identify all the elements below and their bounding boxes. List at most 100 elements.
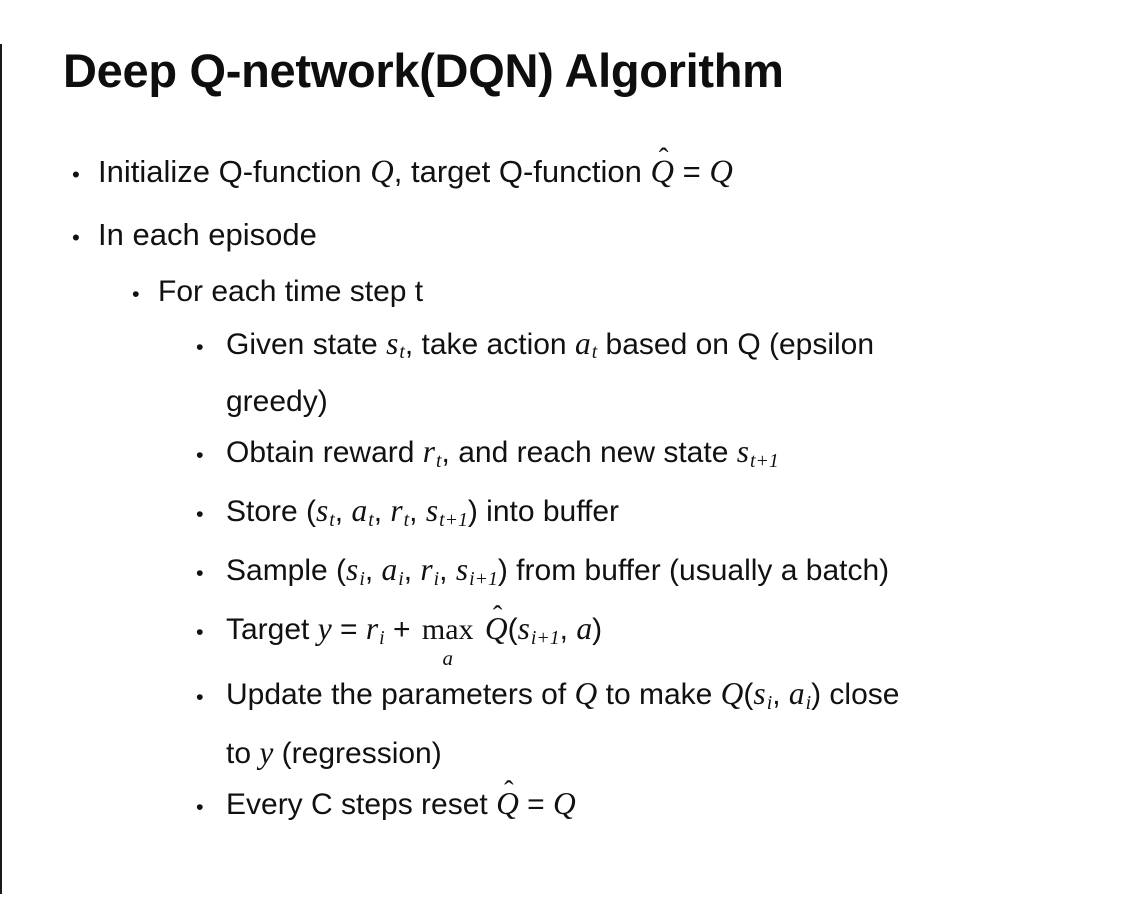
bullet-glyph: • [72,161,80,187]
text-run: Given state [226,327,387,361]
math-subscript: i [766,692,773,715]
text-run: + [384,613,419,647]
math-var: s [386,325,399,361]
math-var: a [576,611,593,647]
text-run: = [674,153,710,189]
math-subscript: i [379,627,385,650]
math-subscript: t [591,341,598,364]
math-var: r [422,434,436,470]
math-subscript: i [398,568,404,591]
text-run: , [409,495,426,529]
math-var: s [316,493,329,529]
math-var: a [381,552,398,588]
bullet-glyph: • [196,501,204,527]
text-run: ) close [811,678,900,712]
math-var: s [425,493,439,529]
math-var: r [390,493,403,529]
text-run: = [331,613,366,647]
math-subscript: t+1 [439,509,468,532]
text-run: , [439,554,456,588]
math-var: Q [709,153,733,190]
text-run: , [772,678,789,712]
bullet-glyph: • [196,333,204,359]
text-run [477,613,485,646]
math-subscript: t [329,509,335,532]
text-run: ( [743,678,754,712]
bullet-glyph: • [196,560,204,586]
text-run: greedy) [226,385,328,419]
math-subscript: i [433,568,440,591]
text-run: ( [507,613,518,647]
text-run: , [334,495,352,529]
text-run: Target [226,613,318,647]
math-var: s [517,611,530,647]
math-subscript: i+1 [530,627,560,650]
bullet-text: Initialize Q-function Q, target Q-functi… [98,142,1124,197]
bullet-text: Sample (si, ai, ri, si+1) from buffer (u… [226,545,1124,604]
math-subscript: i [805,692,812,715]
bullet-item: •Update the parameters of Q to make Q(si… [0,669,1124,779]
slide: Deep Q-network(DQN) Algorithm • Initializ… [0,44,1124,916]
text-run: , take action [404,327,575,361]
bullet-item: •In each episode [0,210,1124,263]
math-subscript: t [403,509,410,532]
bullet-item: • Sample (si, ai, ri, si+1) from buffer (… [0,545,1124,604]
math-subscript: t [368,509,374,532]
bullet-list: •Initialize Q-function Q, target Q-funct… [0,142,1124,833]
bullet-text: Store (st, at, rt, st+1) into buffer [226,486,1124,545]
text-run: (regression) [273,737,442,771]
text-run: , target Q-function [393,153,651,189]
hat-accent: ˆ [658,142,669,175]
math-var: r [365,611,379,647]
text-run: ) from buffer (usually a batch) [497,554,890,588]
bullet-text: Given state st, take action at based on … [226,319,1124,428]
math-var: s [753,676,766,712]
text-run: Sample ( [226,554,347,588]
math-var: Q [370,153,394,190]
math-var: a [351,493,368,529]
bullet-item: • Store (st, at, rt, st+1) into buffer [0,486,1124,545]
text-run: , [373,495,391,529]
text-run: For each time step t [158,274,424,308]
bullet-item: •Obtain reward rt, and reach new state s… [0,427,1124,486]
text-run: Initialize Q-function [98,153,371,189]
hat-accent: ˆ [504,775,514,807]
bullet-glyph: • [132,280,140,306]
math-var: r [420,552,433,588]
bullet-glyph: • [196,619,204,645]
bullet-text: In each episode [98,210,1124,260]
text-run: to [226,737,260,771]
text-run: to make [597,678,721,712]
text-run: ) [592,613,603,647]
math-var: a [788,676,805,712]
text-run: , [364,554,382,588]
math-var: s [346,552,359,588]
math-var: Q [720,676,744,712]
text-run: Update the parameters of [226,678,575,712]
text-run: Every C steps reset [226,788,497,822]
math-subscript: i+1 [469,568,498,591]
slide-left-edge-line [0,44,2,894]
math-subscript: t [436,450,442,473]
text-run: Obtain reward [226,436,423,470]
text-run: , [559,613,577,647]
math-subscript: t [399,341,405,364]
math-var: s [455,552,469,588]
bullet-item: • Given state st, take action at based on… [0,319,1124,428]
text-run: based on Q (epsilon [597,327,875,361]
text-run: , [403,554,421,588]
slide-title: Deep Q-network(DQN) Algorithm [63,44,784,97]
bullet-item: •Initialize Q-function Q, target Q-funct… [0,142,1124,200]
math-var: Q [574,676,598,712]
bullet-glyph: • [196,794,204,820]
text-run: Store ( [226,495,317,529]
math-subscript: t+1 [749,450,779,473]
math-var: y [317,611,332,647]
